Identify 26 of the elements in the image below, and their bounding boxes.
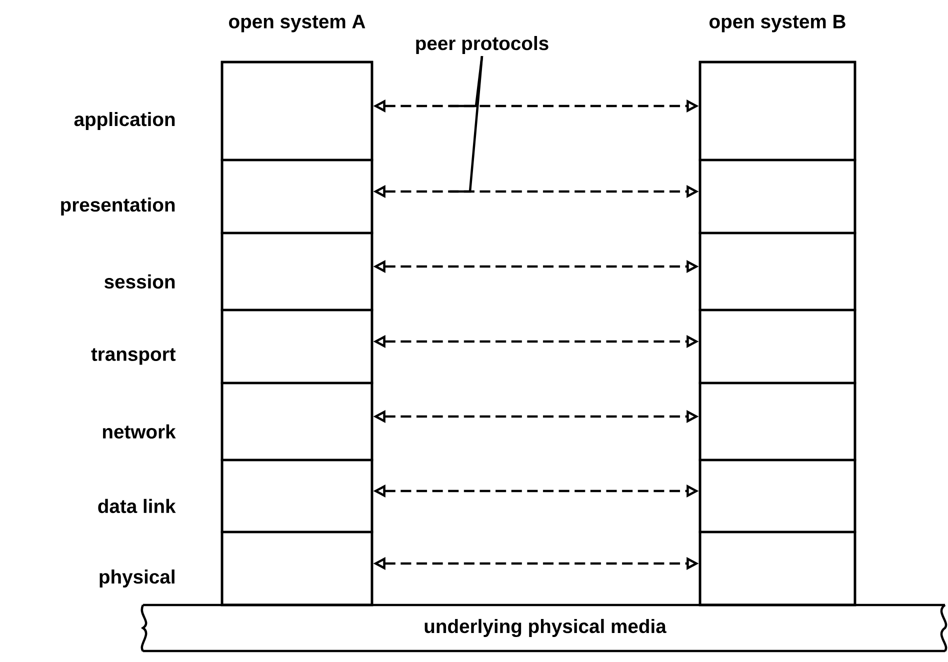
layer-box [698,308,856,384]
layer-box [220,60,374,162]
layer-box [220,458,374,534]
layer-label: data link [98,498,176,514]
media-band: underlying physical media [140,604,948,652]
layer-label: application [74,112,175,130]
layer-label: session [104,274,175,289]
layer-label: network [102,424,176,439]
node-label: open system B [710,14,846,32]
layer-box [220,382,374,462]
layer-box [698,60,856,162]
layer-box [698,530,856,606]
layer-box [220,308,374,384]
layer-box [698,458,856,534]
layer-box [220,158,374,234]
layer-label: physical [100,570,174,588]
layer-box [220,232,374,312]
node-label: open system A [229,14,366,32]
leader-line [450,56,484,193]
leader-text: peer protocols [416,36,548,54]
layer-label: presentation [61,198,175,216]
layer-box [698,232,856,312]
layer-box [698,382,856,462]
layer-box [698,158,856,234]
layer-label: transport [91,348,176,365]
layer-box [220,530,374,606]
